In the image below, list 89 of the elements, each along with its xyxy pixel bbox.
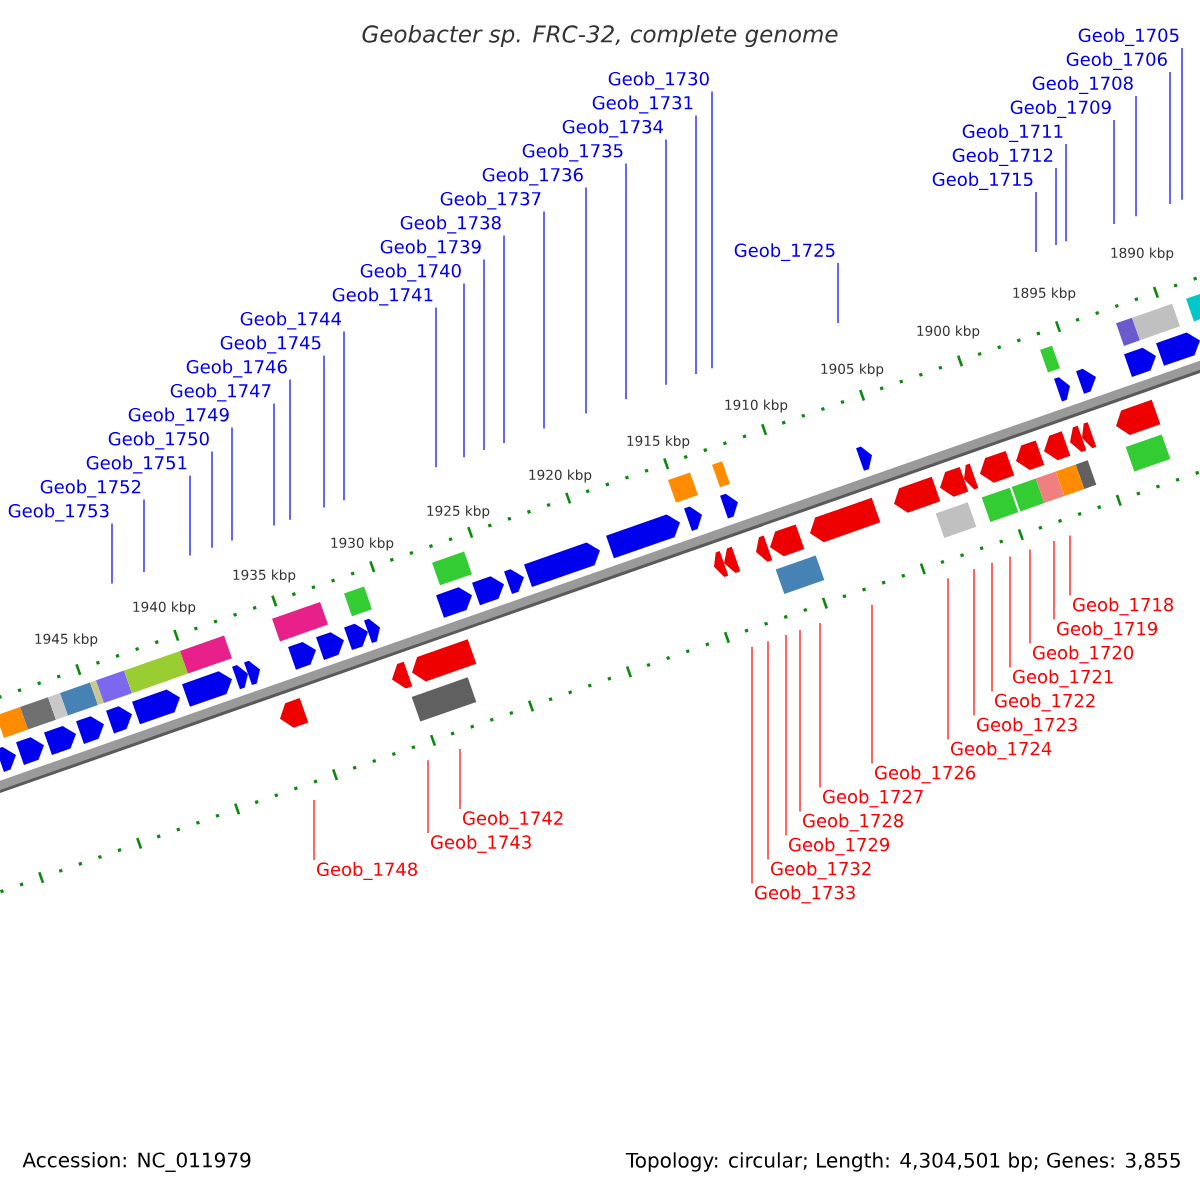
leader-line <box>427 759 429 834</box>
gene-label: Geob_1748 <box>317 862 418 880</box>
gene-label: Geob_1723 <box>977 717 1077 736</box>
leader-line <box>1009 555 1011 669</box>
gene-label: Geob_1753 <box>8 503 109 522</box>
leader-line <box>1055 167 1057 246</box>
gene-label: Geob_1735 <box>522 143 623 162</box>
gene-label: Geob_1744 <box>240 311 341 330</box>
gene-label: Geob_1729 <box>789 837 889 856</box>
gene-label: Geob_1715 <box>932 172 1033 191</box>
gene-label: Geob_1738 <box>400 215 501 234</box>
gene-label: Geob_1752 <box>40 479 141 498</box>
leader-line <box>1065 143 1067 242</box>
gene-label: Geob_1721 <box>1013 669 1113 688</box>
gene-label: Geob_1741 <box>332 287 433 306</box>
gene-label: Geob_1719 <box>1057 621 1157 640</box>
leader-line <box>625 162 627 400</box>
leader-line <box>459 748 461 810</box>
leader-line <box>1035 191 1037 253</box>
leader-line <box>767 640 769 861</box>
leader-line <box>871 604 873 765</box>
leader-line <box>1053 540 1055 621</box>
gene-label: Geob_1733 <box>755 885 855 904</box>
leader-line <box>819 622 821 789</box>
leader-line <box>1113 119 1115 225</box>
gene-label: Geob_1747 <box>170 383 271 402</box>
gene-label: Geob_1751 <box>86 455 187 474</box>
leader-line <box>837 262 839 324</box>
leader-line <box>665 138 667 386</box>
gene-label: Geob_1711 <box>962 124 1063 143</box>
gene-label: Geob_1737 <box>440 191 541 210</box>
gene-label: Geob_1746 <box>186 359 287 378</box>
leader-line <box>189 474 191 557</box>
leader-line <box>991 562 993 693</box>
footer-text: Topology: circular; Length: 4,304,501 bp; Genes: 3,855 <box>625 1152 1180 1172</box>
leader-line <box>1069 534 1071 597</box>
gene-label: Geob_1739 <box>380 239 481 258</box>
gene-label: Geob_1705 <box>1078 28 1179 47</box>
leader-line <box>111 522 113 585</box>
gene-label: Geob_1724 <box>951 741 1052 760</box>
gene-label: Geob_1727 <box>823 789 923 808</box>
leader-line <box>585 186 587 415</box>
leader-line <box>435 306 437 468</box>
gene-label: Geob_1709 <box>1010 100 1111 119</box>
gene-label: Geob_1725 <box>734 243 835 262</box>
gene-label: Geob_1722 <box>995 693 1095 712</box>
gene-label: Geob_1726 <box>875 765 976 784</box>
leader-line <box>711 90 713 369</box>
leader-line <box>323 354 325 509</box>
leader-line <box>947 577 949 741</box>
gene-label: Geob_1728 <box>803 813 904 832</box>
gene-label: Geob_1720 <box>1033 645 1134 664</box>
gene-label: Geob_1718 <box>1073 597 1174 616</box>
leader-line <box>973 568 975 717</box>
leader-line <box>503 234 505 444</box>
gene-label: Geob_1708 <box>1032 76 1133 95</box>
gene-label: Geob_1749 <box>128 407 229 426</box>
leader-line <box>1169 71 1171 205</box>
leader-line <box>289 378 291 521</box>
leader-line <box>799 629 801 813</box>
leader-line <box>1029 548 1031 645</box>
title: Geobacter sp. FRC-32, complete genome <box>362 24 838 48</box>
leader-line <box>543 210 545 430</box>
leader-line <box>343 330 345 501</box>
leader-line <box>273 402 275 526</box>
gene-label: Geob_1745 <box>220 335 321 354</box>
gene-label: Geob_1731 <box>592 95 693 114</box>
leader-line <box>231 426 233 542</box>
leader-line <box>143 498 145 573</box>
footer-text: Accession: NC_011979 <box>22 1152 251 1172</box>
leader-line <box>1181 47 1183 201</box>
leader-line <box>785 634 787 837</box>
gene-label: Geob_1742 <box>463 811 563 829</box>
leader-line <box>211 450 213 549</box>
gene-label: Geob_1732 <box>771 861 871 880</box>
gene-label: Geob_1736 <box>482 167 583 186</box>
gene-label: Geob_1706 <box>1066 52 1167 71</box>
leader-line <box>483 258 485 451</box>
gene-label: Geob_1750 <box>108 431 209 450</box>
gene-label: Geob_1712 <box>952 148 1053 167</box>
leader-line <box>463 282 465 458</box>
gene-label: Geob_1730 <box>608 71 709 90</box>
leader-line <box>751 646 753 885</box>
leader-line <box>1135 95 1137 217</box>
gene-label: Geob_1734 <box>562 119 663 138</box>
leader-line <box>313 799 315 861</box>
leader-line <box>695 114 697 375</box>
gene-label: Geob_1743 <box>431 835 531 853</box>
gene-label: Geob_1740 <box>360 263 461 282</box>
